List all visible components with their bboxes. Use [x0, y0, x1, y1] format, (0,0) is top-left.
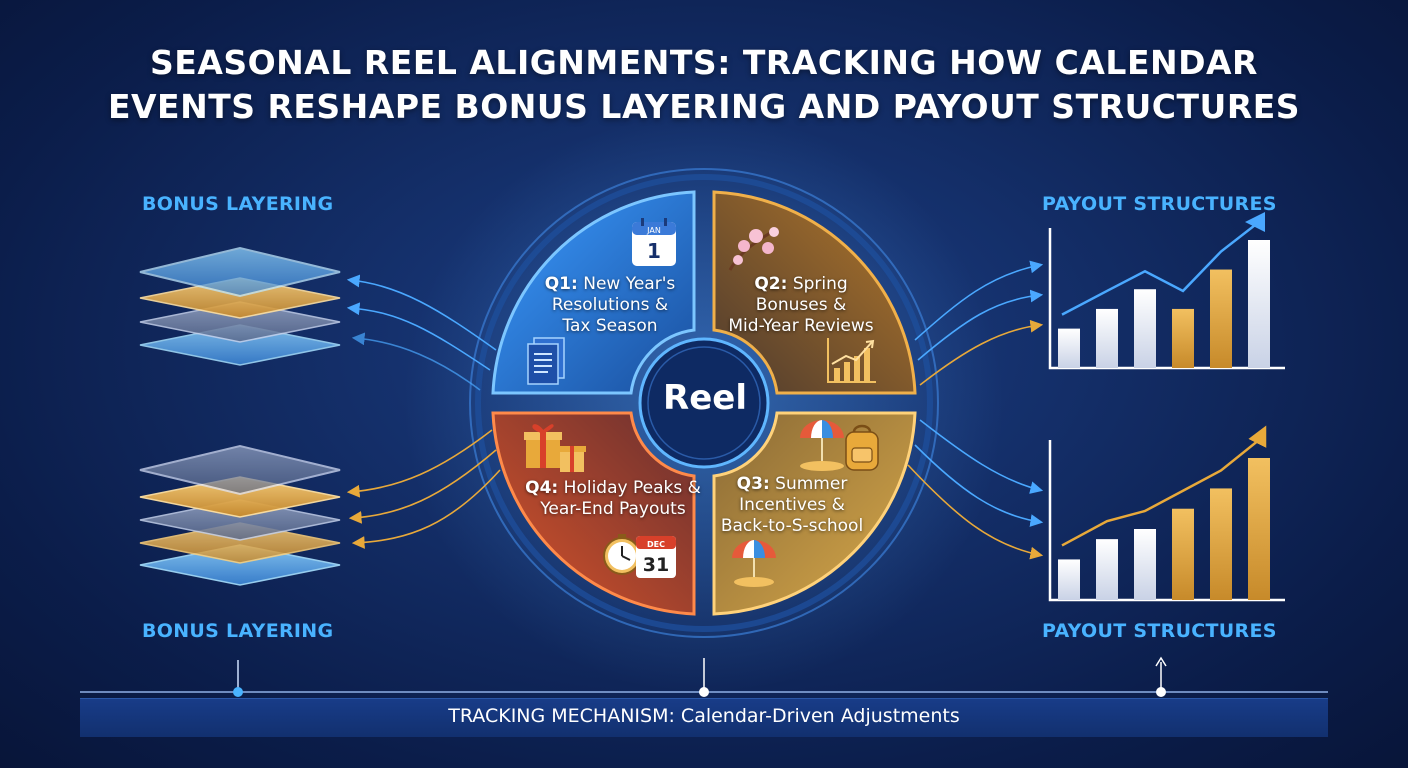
payout-bar: [1058, 559, 1080, 600]
payout-bar: [1134, 289, 1156, 368]
timeline-node-left[interactable]: [233, 687, 243, 697]
bonus-layering-label-bottom: BONUS LAYERING: [142, 620, 334, 642]
payout-bar: [1172, 308, 1194, 368]
payout-bar: [1248, 240, 1270, 368]
quadrant-q3-prefix: Q3:: [736, 474, 770, 494]
calendar-icon: DEC 31: [636, 536, 676, 578]
growth-chart-icon: [827, 338, 876, 383]
bonus-layering-label-top: BONUS LAYERING: [142, 193, 334, 215]
payout-bar: [1058, 328, 1080, 368]
quadrant-q3-line1: Summer: [775, 474, 848, 494]
beach-umbrella-icon: [800, 420, 844, 471]
reel-outer-ring: [469, 168, 939, 638]
trend-line: [1061, 212, 1265, 316]
payout-chart-top: [1058, 212, 1270, 368]
payout-structures-label-top: PAYOUT STRUCTURES: [1042, 193, 1277, 215]
quadrant-q2-line3: Mid-Year Reviews: [728, 316, 874, 336]
backpack-icon: [845, 424, 879, 471]
payout-bar: [1172, 508, 1194, 600]
quadrant-q4-line2: Year-End Payouts: [540, 499, 686, 519]
quadrant-q2-line1: Spring: [792, 274, 848, 294]
quadrant-q1-line1: New Year's: [583, 274, 676, 294]
quadrant-q1-label: Q1: New Year's Resolutions & Tax Season: [530, 274, 690, 337]
quadrant-q1-line3: Tax Season: [562, 316, 658, 336]
right-connector-arrows: [907, 260, 1044, 560]
quadrant-q4-line1: Holiday Peaks &: [563, 478, 701, 498]
payout-chart-top-axes: [1048, 228, 1285, 370]
payout-bar: [1210, 269, 1232, 368]
quadrant-q4-prefix: Q4:: [525, 478, 559, 498]
payout-bar: [1210, 488, 1232, 600]
svg-text:1: 1: [647, 239, 661, 263]
quadrant-q4-label: Q4: Holiday Peaks & Year-End Payouts: [518, 478, 708, 520]
payout-chart-bottom-axes: [1048, 440, 1285, 602]
quadrant-q2-line2: Bonuses &: [755, 295, 847, 315]
quadrant-q3-line2: Incentives &: [739, 495, 845, 515]
reel-center-label: Reel: [663, 378, 747, 418]
payout-bar: [1134, 529, 1156, 600]
calendar-icon: JAN 1: [632, 218, 676, 266]
svg-text:31: 31: [643, 554, 669, 576]
cherry-blossom-icon: [728, 227, 779, 271]
reel-hub[interactable]: [638, 337, 770, 469]
timeline-node-center[interactable]: [699, 687, 709, 697]
svg-text:DEC: DEC: [647, 540, 665, 549]
quadrant-q1-line2: Resolutions &: [551, 295, 669, 315]
quadrant-q3-line3: Back-to-S-school: [720, 516, 864, 536]
svg-text:JAN: JAN: [646, 226, 661, 235]
quadrant-q2-prefix: Q2:: [754, 274, 788, 294]
beach-umbrella-icon: [732, 540, 776, 587]
timeline: [80, 656, 1328, 697]
quadrant-q1-prefix: Q1:: [544, 274, 578, 294]
reel-hub-inner-ring: [647, 346, 761, 460]
trend-line: [1061, 425, 1267, 547]
quadrant-q2[interactable]: [712, 190, 917, 395]
payout-bar: [1248, 458, 1270, 600]
payout-chart-bottom: [1058, 425, 1270, 600]
payout-structures-label-bottom: PAYOUT STRUCTURES: [1042, 620, 1277, 642]
page-title-line-1: SEASONAL REEL ALIGNMENTS: TRACKING HOW C…: [150, 43, 1258, 82]
payout-bar: [1096, 539, 1118, 600]
payout-bar: [1096, 308, 1118, 368]
document-icon: [527, 337, 565, 385]
quadrant-q3-label: Q3: Summer Incentives & Back-to-S-school: [712, 474, 872, 537]
quadrant-q2-label: Q2: Spring Bonuses & Mid-Year Reviews: [716, 274, 886, 337]
bonus-layer-stack-top: [139, 246, 341, 366]
left-connector-arrows: [346, 274, 501, 549]
reel-outer-band: [475, 174, 933, 632]
tracking-bar: [80, 698, 1328, 737]
bonus-layer-stack-bottom: [139, 444, 341, 586]
tracking-mechanism-text: TRACKING MECHANISM: Calendar-Driven Adju…: [448, 705, 960, 727]
gift-icon: [524, 424, 586, 472]
timeline-node-right[interactable]: [1156, 687, 1166, 697]
